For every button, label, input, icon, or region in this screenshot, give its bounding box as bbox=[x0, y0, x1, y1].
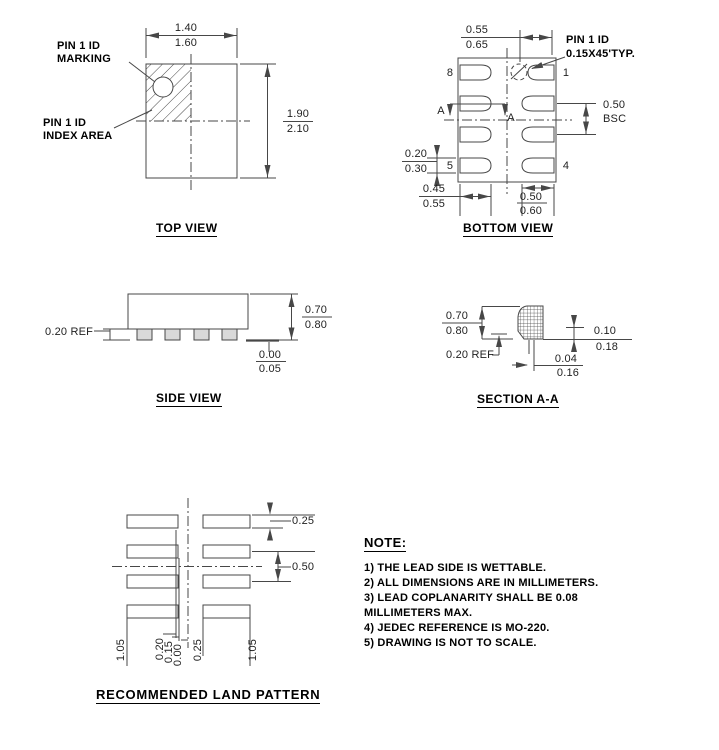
lp-bottom-dim-6: 1.05 bbox=[247, 638, 259, 662]
note-item-3: 3) LEAD COPLANARITY SHALL BE 0.08 MILLIM… bbox=[364, 592, 579, 619]
note-item-1: 1) THE LEAD SIDE IS WETTABLE. bbox=[364, 562, 547, 574]
bv-dim-padw-min: 0.20 bbox=[404, 148, 428, 160]
tv-dim-height-min: 1.90 bbox=[286, 108, 310, 120]
note-item-5: 5) DRAWING IS NOT TO SCALE. bbox=[364, 637, 537, 649]
bv-pin1-label-line2: 0.15X45'TYP. bbox=[566, 48, 636, 60]
bv-dim-padlen-left-min: 0.45 bbox=[422, 183, 446, 195]
land-pattern-linework bbox=[112, 498, 315, 666]
bv-pin-5: 5 bbox=[446, 160, 454, 172]
bv-pin-8: 8 bbox=[446, 67, 454, 79]
notes-heading: NOTE: bbox=[364, 535, 407, 552]
bv-pin-1: 1 bbox=[562, 67, 570, 79]
saa-dim-ref: 0.20 REF bbox=[446, 349, 495, 361]
sv-dim-lead-ref: 0.20 REF bbox=[45, 326, 94, 338]
lp-bottom-dim-1: 1.05 bbox=[115, 638, 127, 662]
notes-list: 1) THE LEAD SIDE IS WETTABLE. 2) ALL DIM… bbox=[364, 561, 628, 651]
section-aa-linework bbox=[442, 305, 632, 371]
tv-dim-height-max: 2.10 bbox=[286, 123, 310, 135]
side-view-title: SIDE VIEW bbox=[156, 391, 222, 407]
bv-dim-pitch-value: 0.50 bbox=[603, 99, 626, 111]
sv-dim-height-min: 0.70 bbox=[304, 304, 328, 316]
sv-dim-standoff-max: 0.05 bbox=[258, 363, 282, 375]
bottom-view-title: BOTTOM VIEW bbox=[463, 221, 554, 237]
bv-dim-pad1-max: 0.65 bbox=[465, 39, 489, 51]
pin1-index-label-line1: PIN 1 ID bbox=[43, 117, 87, 129]
lp-dim-pitch: 0.50 bbox=[292, 561, 315, 573]
saa-dim-height-max: 0.80 bbox=[445, 325, 469, 337]
bottom-view-linework bbox=[402, 30, 596, 216]
lp-bottom-dim-5: 0.25 bbox=[192, 638, 204, 662]
top-view-linework bbox=[113, 28, 313, 192]
bv-dim-pitch-qualifier: BSC bbox=[603, 113, 627, 125]
saa-dim-foot-max: 0.16 bbox=[556, 367, 580, 379]
pin1-marking-label-line2: MARKING bbox=[57, 53, 111, 65]
note-item-4: 4) JEDEC REFERENCE IS MO-220. bbox=[364, 622, 550, 634]
tv-dim-width-min: 1.40 bbox=[174, 22, 198, 34]
bv-dim-padlen-right-max: 0.60 bbox=[519, 205, 543, 217]
saa-dim-leadthk-max: 0.18 bbox=[595, 341, 619, 353]
pin1-index-label-line2: INDEX AREA bbox=[43, 130, 113, 142]
note-item-2: 2) ALL DIMENSIONS ARE IN MILLIMETERS. bbox=[364, 577, 599, 589]
tv-dim-width-max: 1.60 bbox=[174, 37, 198, 49]
land-pattern-title: RECOMMENDED LAND PATTERN bbox=[96, 687, 321, 704]
saa-dim-leadthk-min: 0.10 bbox=[593, 325, 617, 337]
bv-dim-padlen-left-max: 0.55 bbox=[422, 198, 446, 210]
section-mark-a-right: A bbox=[507, 112, 515, 124]
top-view-title: TOP VIEW bbox=[156, 221, 218, 237]
sv-dim-height-max: 0.80 bbox=[304, 319, 328, 331]
saa-dim-foot-min: 0.04 bbox=[554, 353, 578, 365]
section-mark-a-left: A bbox=[437, 105, 445, 117]
sv-dim-standoff-min: 0.00 bbox=[258, 349, 282, 361]
section-aa-title: SECTION A-A bbox=[477, 392, 559, 408]
bv-dim-padw-max: 0.30 bbox=[404, 163, 428, 175]
saa-dim-height-min: 0.70 bbox=[445, 310, 469, 322]
bv-pin-4: 4 bbox=[562, 160, 570, 172]
side-view-linework bbox=[94, 293, 332, 362]
bv-dim-padlen-right-min: 0.50 bbox=[519, 191, 543, 203]
bv-pin1-label-line1: PIN 1 ID bbox=[566, 34, 610, 46]
bv-dim-pad1-min: 0.55 bbox=[465, 24, 489, 36]
lp-dim-pad-height: 0.25 bbox=[292, 515, 315, 527]
lp-bottom-dim-4: 0.00 bbox=[172, 643, 184, 667]
pin1-marking-label-line1: PIN 1 ID bbox=[57, 40, 101, 52]
